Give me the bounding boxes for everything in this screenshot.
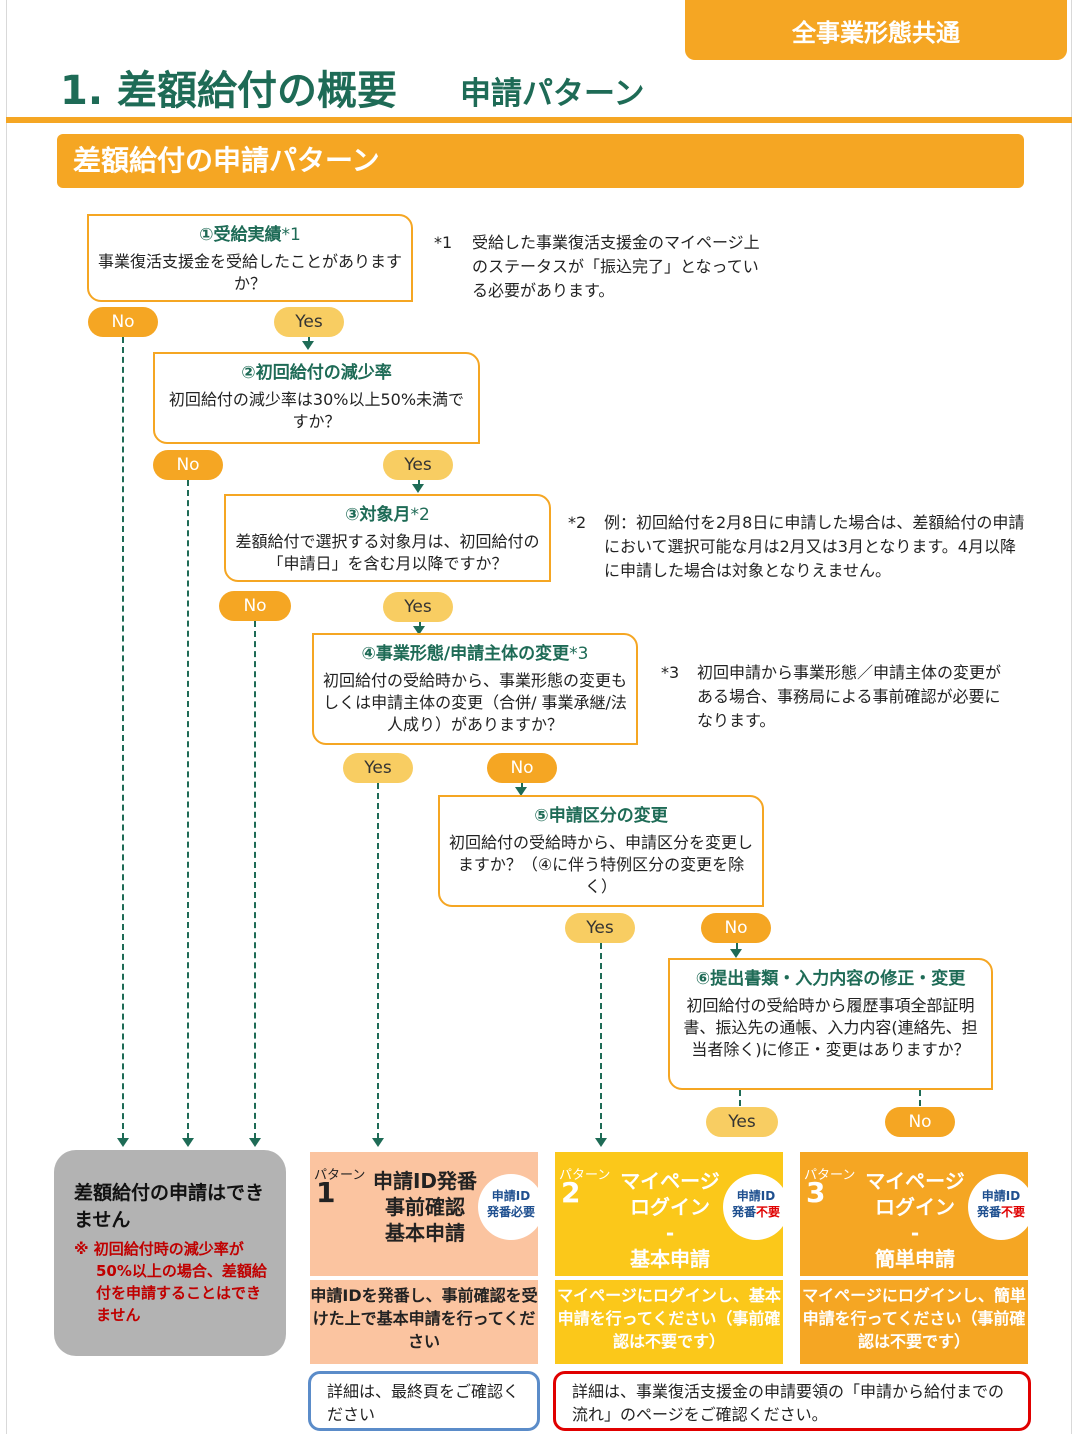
- answer-yes-pill: Yes: [274, 307, 344, 337]
- flow-line: [377, 783, 379, 1139]
- answer-no-pill: No: [701, 913, 771, 943]
- flow-line: [254, 621, 256, 1139]
- answer-no-pill: No: [88, 307, 158, 337]
- flow-line: [418, 480, 420, 486]
- pattern-label: パターン: [804, 1168, 856, 1183]
- pattern-header: パターン 3 マイページ ログイン - 簡単申請 申請ID 発番不要: [800, 1152, 1028, 1276]
- footnote-2: *2 例：初回給付を2月8日に申請した場合は、差額給付の申請において選択可能な月…: [568, 511, 1028, 583]
- flow-line: [736, 943, 738, 951]
- pattern-title: 申請ID発番 事前確認 基本申請: [372, 1169, 478, 1245]
- arrow-down-icon: [515, 787, 527, 796]
- flow-line: [919, 1090, 921, 1106]
- result-not-eligible: 差額給付の申請はできません ※ 初回給付時の減少率が50%以上の場合、差額給付を…: [54, 1150, 286, 1356]
- answer-yes-pill: Yes: [565, 913, 635, 943]
- pattern-description: マイページにログインし、簡単申請を行ってください（事前確認は不要です）: [800, 1280, 1028, 1364]
- page-subtitle: 申請パターン: [460, 76, 645, 112]
- question-title: ⑤申請区分の変更: [534, 806, 668, 826]
- arrow-down-icon: [117, 1138, 129, 1147]
- answer-no-pill: No: [219, 591, 291, 621]
- question-text: 初回給付の受給時から、事業形態の変更もしくは申請主体の変更（合併/ 事業承継/法…: [322, 671, 627, 734]
- details-note-red: 詳細は、事業復活支援金の申請要領の「申請から給付までの流れ」のページをご確認くだ…: [553, 1371, 1031, 1431]
- arrow-down-icon: [302, 341, 314, 350]
- footnote-1: *1 受給した事業復活支援金のマイページ上のステータスが「振込完了」となっている…: [434, 231, 774, 303]
- footnote-text: 受給した事業復活支援金のマイページ上のステータスが「振込完了」となっている必要が…: [472, 233, 760, 300]
- question-title: ④事業形態/申請主体の変更*3: [361, 644, 589, 664]
- pattern-description: 申請IDを発番し、事前確認を受けた上で基本申請を行ってください: [310, 1280, 538, 1364]
- pattern-number: 1: [316, 1176, 336, 1209]
- answer-yes-pill: Yes: [706, 1107, 778, 1137]
- answer-no-pill: No: [487, 753, 557, 783]
- id-required-badge: 申請ID 発番必要: [478, 1174, 538, 1240]
- category-tab: 全事業形態共通: [685, 0, 1067, 60]
- pattern-1-card: パターン 1 申請ID発番 事前確認 基本申請 申請ID 発番必要 申請IDを発…: [310, 1152, 538, 1364]
- pattern-label: パターン: [314, 1168, 366, 1183]
- arrow-down-icon: [412, 484, 424, 493]
- answer-no-pill: No: [885, 1107, 955, 1137]
- question-3-box: ③対象月*2 差額給付で選択する対象月は、初回給付の「申請日」を含む月以降ですか…: [224, 494, 551, 582]
- pattern-label: パターン: [559, 1168, 611, 1183]
- footnote-mark: *1: [434, 233, 453, 252]
- arrow-down-icon: [595, 1138, 607, 1147]
- flow-line: [187, 480, 189, 1139]
- question-text: 事業復活支援金を受給したことがありますか？: [97, 252, 402, 293]
- footnote-mark: *3: [661, 663, 680, 682]
- flow-line: [122, 337, 124, 1139]
- flow-line: [739, 1090, 741, 1106]
- page-title: 1. 差額給付の概要: [60, 68, 397, 114]
- question-title: ①受給実績*1: [199, 225, 301, 245]
- answer-yes-pill: Yes: [383, 450, 453, 480]
- question-text: 初回給付の受給時から履歴事項全部証明書、振込先の通帳、入力内容(連絡先、担当者除…: [683, 996, 978, 1059]
- pattern-header: パターン 2 マイページ ログイン - 基本申請 申請ID 発番不要: [555, 1152, 783, 1276]
- footnote-text: 例：初回給付を2月8日に申請した場合は、差額給付の申請において選択可能な月は2月…: [604, 513, 1025, 580]
- pattern-2-card: パターン 2 マイページ ログイン - 基本申請 申請ID 発番不要 マイページ…: [555, 1152, 783, 1364]
- footnote-text: 初回申請から事業形態／申請主体の変更がある場合、事務局による事前確認が必要になり…: [697, 663, 1002, 730]
- question-title: ⑥提出書類・入力内容の修正・変更: [695, 969, 966, 989]
- pattern-title: マイページ ログイン - 簡単申請: [865, 1169, 965, 1271]
- footnote-3: *3 初回申請から事業形態／申請主体の変更がある場合、事務局による事前確認が必要…: [661, 661, 1011, 733]
- not-eligible-note: ※ 初回給付時の減少率が50%以上の場合、差額給付を申請することはできません: [74, 1240, 267, 1324]
- pattern-number: 3: [806, 1176, 826, 1209]
- flow-line: [308, 337, 310, 343]
- arrow-down-icon: [372, 1138, 384, 1147]
- question-6-box: ⑥提出書類・入力内容の修正・変更 初回給付の受給時から履歴事項全部証明書、振込先…: [668, 958, 993, 1090]
- question-title: ③対象月*2: [345, 505, 430, 525]
- id-not-required-badge: 申請ID 発番不要: [723, 1174, 783, 1240]
- question-text: 初回給付の受給時から、申請区分を変更しますか？（④に伴う特例区分の変更を除く）: [448, 833, 753, 896]
- flow-line: [521, 783, 523, 789]
- flow-line: [419, 622, 421, 628]
- footnote-mark: *2: [568, 513, 587, 532]
- answer-yes-pill: Yes: [383, 592, 453, 622]
- page-frame: [6, 0, 1072, 1434]
- arrow-down-icon: [413, 626, 425, 635]
- pattern-header: パターン 1 申請ID発番 事前確認 基本申請 申請ID 発番必要: [310, 1152, 538, 1276]
- arrow-down-icon: [730, 949, 742, 958]
- question-2-box: ②初回給付の減少率 初回給付の減少率は30%以上50%未満ですか？: [153, 352, 480, 444]
- question-title: ②初回給付の減少率: [241, 363, 392, 383]
- pattern-description: マイページにログインし、基本申請を行ってください（事前確認は不要です）: [555, 1280, 783, 1364]
- flow-line: [600, 943, 602, 1139]
- question-text: 差額給付で選択する対象月は、初回給付の「申請日」を含む月以降ですか？: [235, 532, 540, 573]
- arrow-down-icon: [249, 1138, 261, 1147]
- question-4-box: ④事業形態/申請主体の変更*3 初回給付の受給時から、事業形態の変更もしくは申請…: [312, 633, 638, 745]
- arrow-down-icon: [182, 1138, 194, 1147]
- answer-yes-pill: Yes: [343, 753, 413, 783]
- question-1-box: ①受給実績*1 事業復活支援金を受給したことがありますか？: [87, 214, 413, 302]
- details-note-blue: 詳細は、最終頁をご確認ください: [308, 1371, 540, 1431]
- not-eligible-title: 差額給付の申請はできません: [74, 1182, 265, 1231]
- id-not-required-badge: 申請ID 発番不要: [968, 1174, 1028, 1240]
- header-divider: [6, 117, 1072, 123]
- pattern-number: 2: [561, 1176, 581, 1209]
- question-5-box: ⑤申請区分の変更 初回給付の受給時から、申請区分を変更しますか？（④に伴う特例区…: [438, 795, 764, 907]
- pattern-3-card: パターン 3 マイページ ログイン - 簡単申請 申請ID 発番不要 マイページ…: [800, 1152, 1028, 1364]
- pattern-title: マイページ ログイン - 基本申請: [620, 1169, 720, 1271]
- answer-no-pill: No: [153, 450, 223, 480]
- section-heading: 差額給付の申請パターン: [57, 134, 1024, 188]
- question-text: 初回給付の減少率は30%以上50%未満ですか？: [168, 390, 465, 431]
